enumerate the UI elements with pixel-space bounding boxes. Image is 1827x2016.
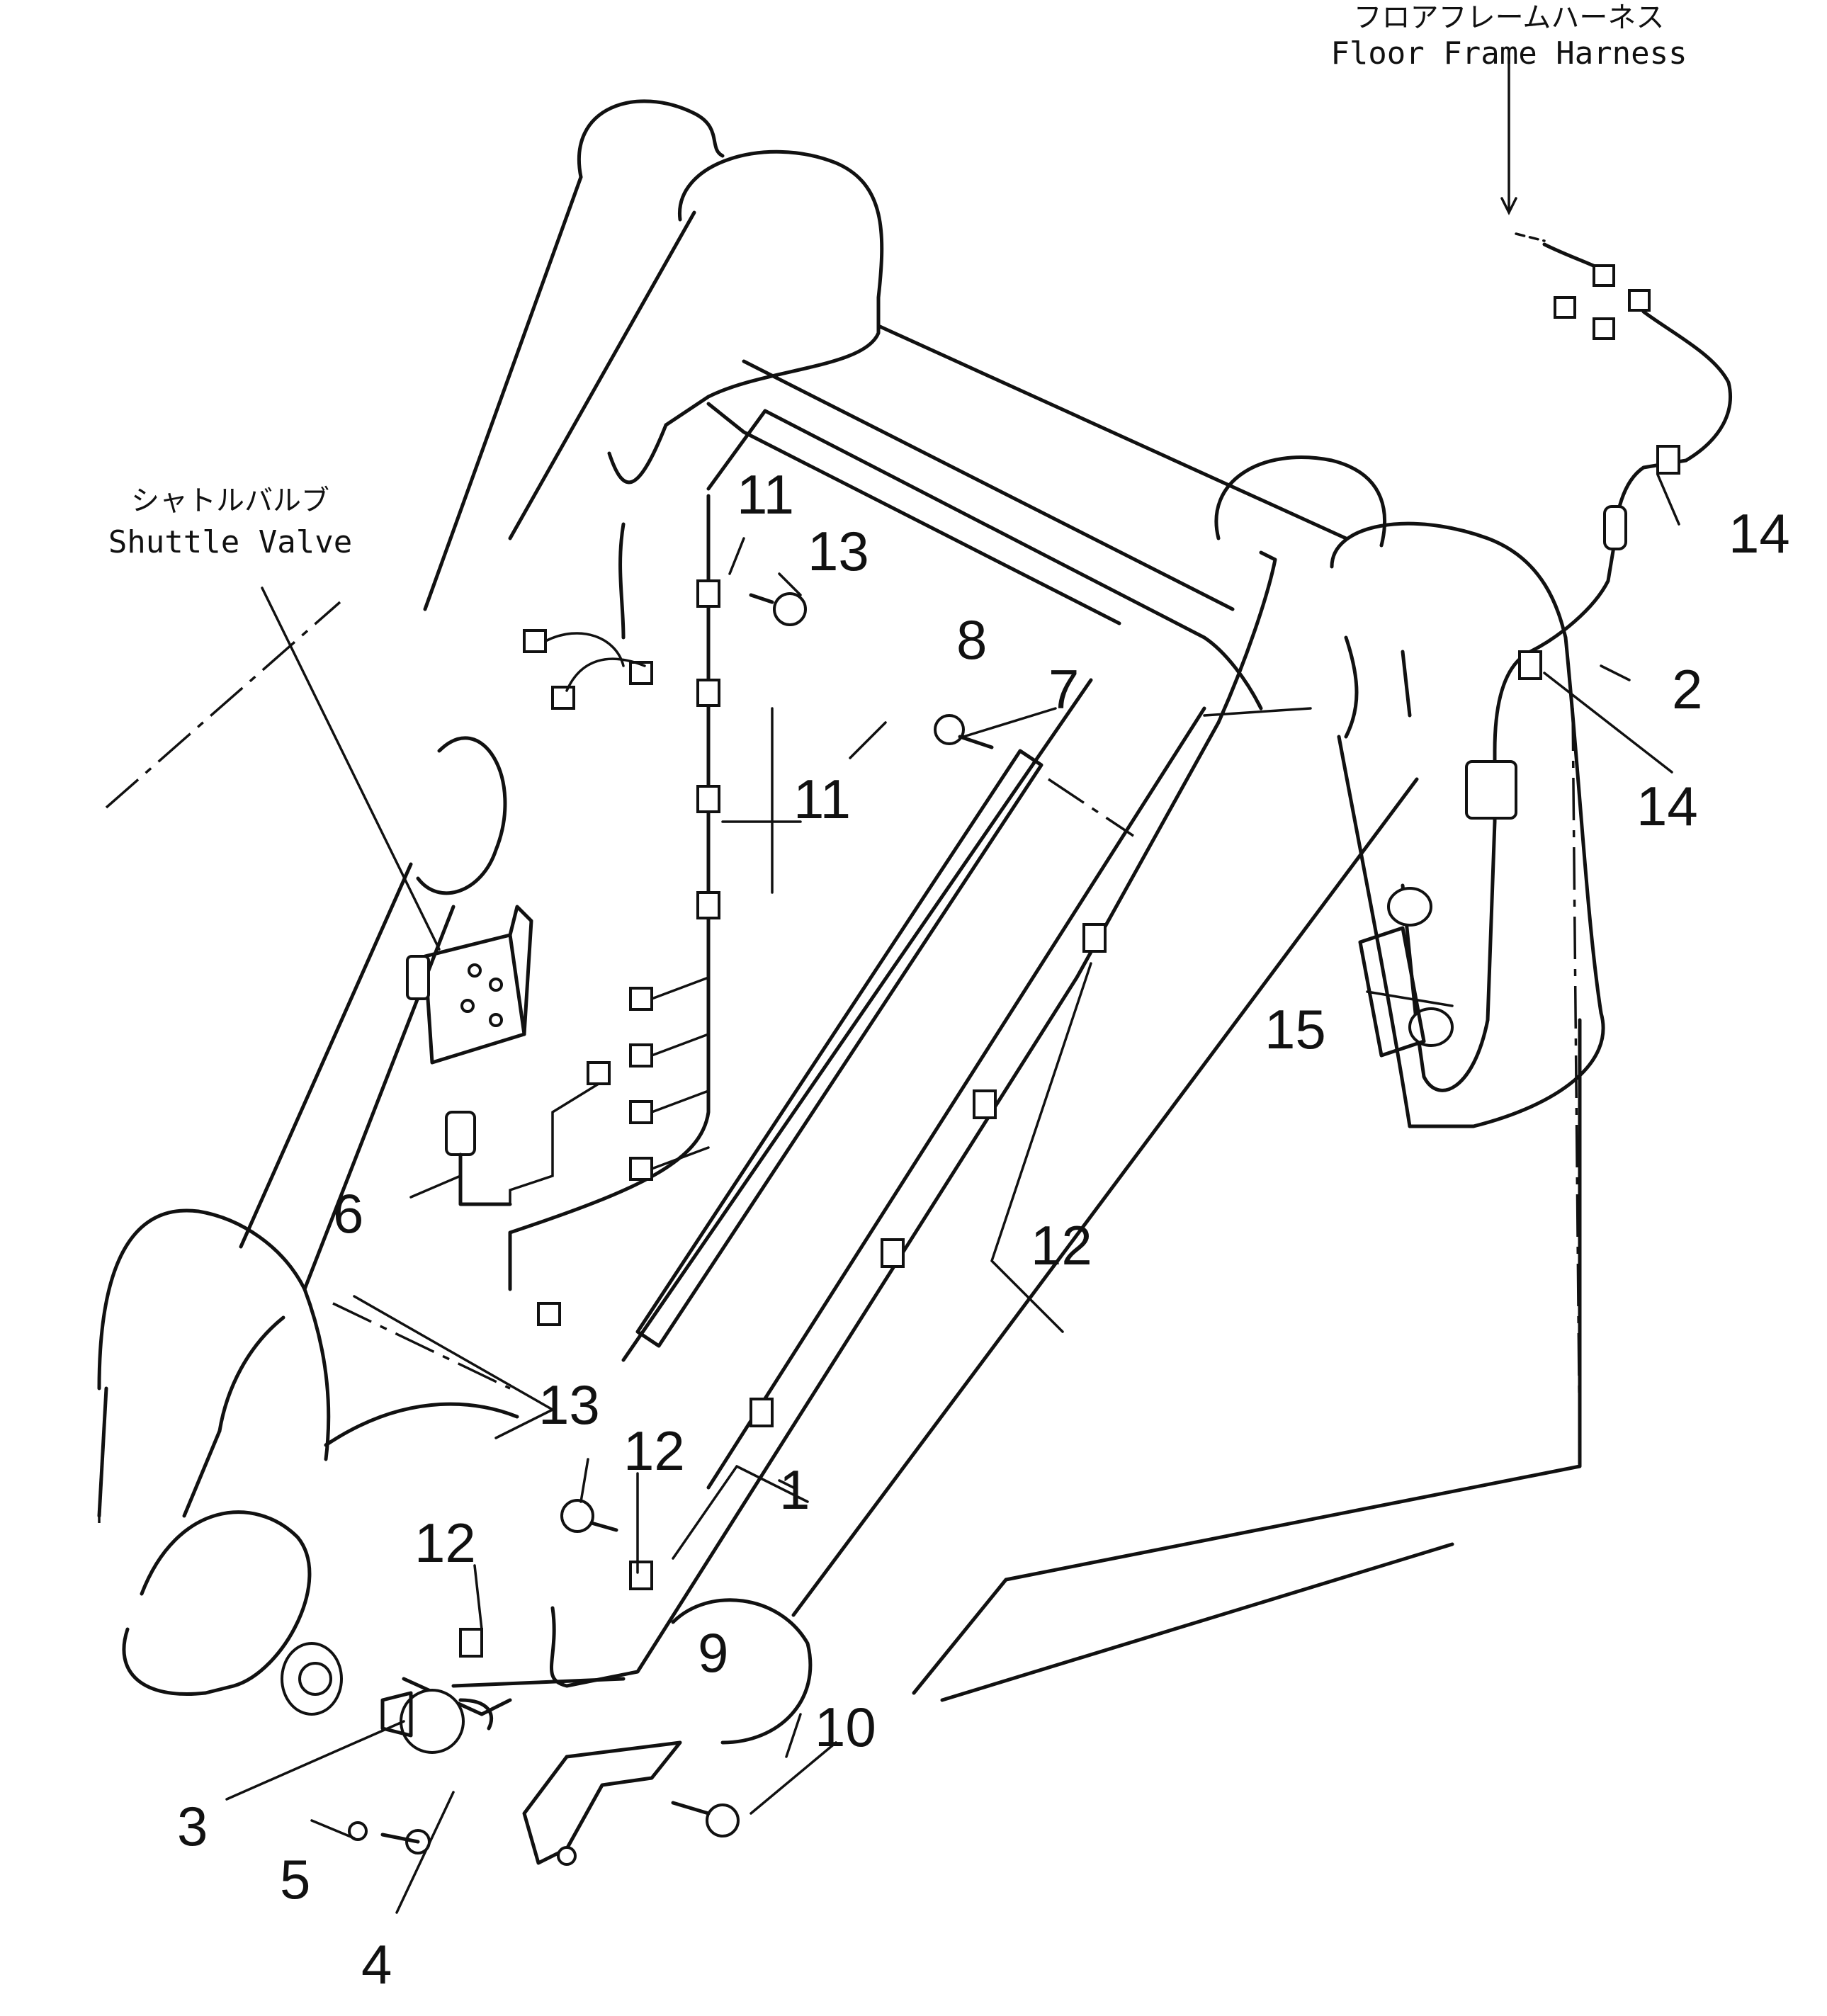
part-4-bolt <box>380 1829 431 1854</box>
floor-frame-harness-en: Floor Frame Harness <box>1330 35 1687 72</box>
harness-2 <box>1358 232 1732 1092</box>
caption-shuttle-valve: シャトルバルブ Shuttle Valve <box>108 485 352 560</box>
leader-lines <box>225 55 1680 1914</box>
part-10-bolt <box>671 1801 740 1837</box>
connector <box>629 661 653 685</box>
clamp-11-a <box>696 579 720 608</box>
part-9-bracket <box>522 1740 682 1866</box>
connector <box>1554 296 1576 319</box>
caption-floor-frame-harness: フロアフレームハーネス Floor Frame Harness <box>1330 1 1687 72</box>
callout-3: 3 <box>177 1795 208 1857</box>
connector <box>523 629 547 653</box>
clamp-12-b <box>973 1089 997 1119</box>
callout-11-top: 11 <box>737 463 794 526</box>
connector <box>629 1157 653 1181</box>
part-13-bolt-upper <box>749 592 807 626</box>
part-7-strip <box>635 749 1043 1348</box>
callout-4: 4 <box>361 1933 392 1995</box>
part-13-bolt-lower <box>560 1499 618 1533</box>
callout-7: 7 <box>1048 658 1079 720</box>
callout-14-top: 14 <box>1729 502 1790 565</box>
callout-13-top: 13 <box>808 520 869 582</box>
clamp-12-e <box>629 1561 653 1590</box>
clamp-12-c <box>881 1238 905 1268</box>
callout-9: 9 <box>698 1621 728 1684</box>
callout-14-bottom: 14 <box>1636 775 1698 837</box>
connector <box>551 686 575 710</box>
connector <box>1628 289 1651 312</box>
part-5-washer <box>348 1821 368 1841</box>
clamp-12-a <box>1082 923 1107 953</box>
clamp-12-d <box>750 1398 774 1427</box>
callout-1: 1 <box>779 1459 810 1521</box>
callout-12-right: 12 <box>1031 1214 1092 1276</box>
part-8-bolt <box>934 714 994 749</box>
callout-5: 5 <box>280 1848 310 1910</box>
callout-15: 15 <box>1265 998 1326 1060</box>
shuttle-valve-en: Shuttle Valve <box>108 524 352 560</box>
callout-10: 10 <box>815 1696 876 1758</box>
part-6-sensor <box>445 1111 512 1206</box>
connector <box>1593 317 1615 340</box>
connector <box>1593 264 1615 287</box>
connector <box>587 1061 611 1085</box>
clamp-11-c <box>696 785 720 813</box>
clamp-11-b <box>696 679 720 707</box>
lift-arm-frame <box>97 99 1605 1745</box>
connector <box>629 1043 653 1068</box>
callout-11-mid: 11 <box>793 768 851 830</box>
callout-2: 2 <box>1672 658 1702 720</box>
clamp-14-a <box>1656 445 1680 475</box>
callout-13-bottom: 13 <box>538 1374 600 1436</box>
clamp-12-f <box>459 1628 483 1658</box>
bottom-cylinder <box>281 1642 343 1716</box>
part-3-horn <box>380 1689 494 1754</box>
shuttle-valve <box>406 905 533 1065</box>
connector <box>629 987 653 1011</box>
floor-frame-harness-jp: フロアフレームハーネス <box>1354 1 1665 34</box>
shuttle-valve-jp: シャトルバルブ <box>131 485 329 517</box>
connector-pair <box>1465 760 1517 820</box>
callout-12-center: 12 <box>623 1420 685 1482</box>
callout-12-left: 12 <box>414 1512 476 1574</box>
callout-6: 6 <box>333 1182 363 1245</box>
center-harness <box>508 409 1263 1326</box>
callout-8: 8 <box>956 608 987 671</box>
connector <box>629 1100 653 1124</box>
clamp-11-d <box>696 891 720 919</box>
harness-1 <box>402 550 1277 1716</box>
part-15-plate <box>1358 926 1426 1058</box>
callout-labels: 1 2 3 4 5 6 7 8 9 10 11 11 12 12 12 13 1… <box>177 463 1790 1995</box>
clamp-14-b <box>1518 650 1542 680</box>
connector <box>537 1302 561 1326</box>
